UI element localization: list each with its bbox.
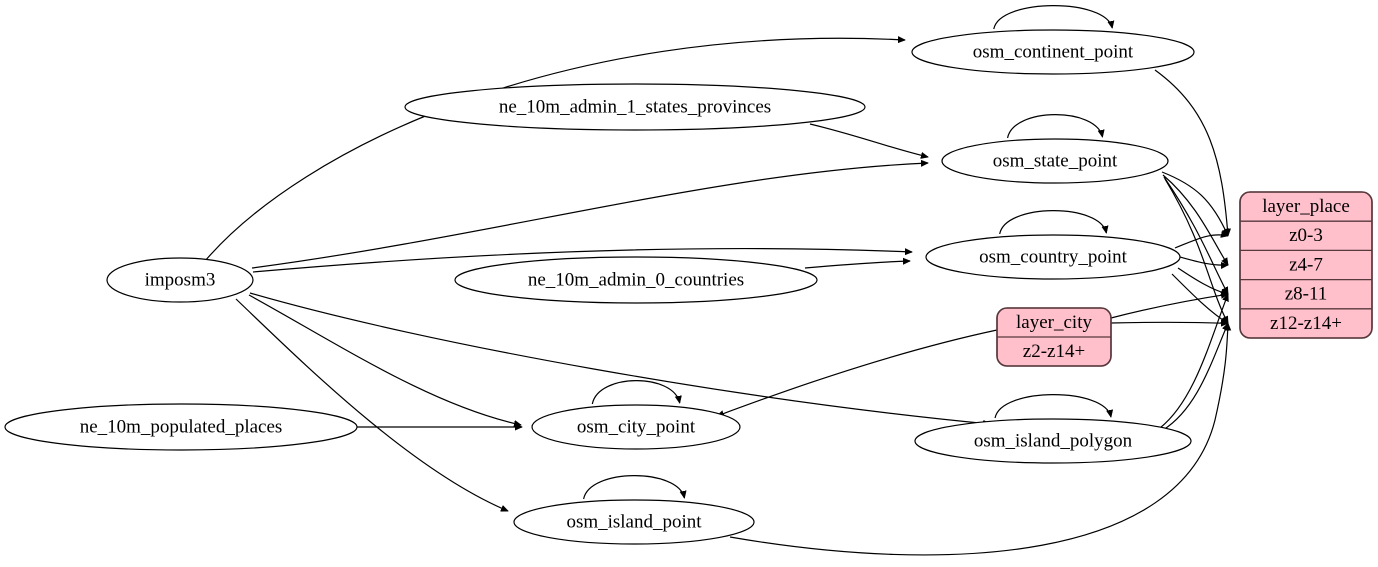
layer-place-z4-7[interactable]: z4-7 (1289, 254, 1323, 275)
node-label-osm_state_point: osm_state_point (993, 150, 1118, 171)
edge-imposm3-osm_island_polygon (249, 292, 990, 424)
node-label-imposm3: imposm3 (145, 269, 216, 290)
self-loop-osm_island_point (583, 475, 685, 500)
node-shape-osm_island_point (513, 499, 755, 545)
self-loop-osm_city_point (591, 380, 679, 405)
edge-islandpoint-place-z12 (729, 323, 1228, 556)
node-label-ne_10m_admin_1_states_provinces: ne_10m_admin_1_states_provinces (499, 96, 771, 117)
layer-place-z8-11[interactable]: z8-11 (1285, 284, 1328, 305)
edge-islandpoly-place-z8-11 (1159, 294, 1228, 429)
edge-state-place-z4-7 (1162, 174, 1228, 265)
node-ne_10m_admin_0_countries[interactable]: ne_10m_admin_0_countries (454, 256, 818, 304)
node-label-ne_10m_admin_0_countries: ne_10m_admin_0_countries (528, 269, 744, 290)
layer-city-header: layer_city (1016, 312, 1092, 333)
edge-ne_countries-osm_country_point (804, 261, 910, 269)
node-shape-osm_state_point (941, 138, 1169, 184)
edges-layer (204, 5, 1229, 556)
edge-country-place-z0-3 (1174, 235, 1228, 249)
layer-place-z0-3[interactable]: z0-3 (1289, 225, 1323, 246)
node-label-osm_island_polygon: osm_island_polygon (974, 430, 1133, 451)
node-shape-osm_city_point (531, 404, 741, 450)
edge-imposm3-osm_continent_point (204, 38, 905, 262)
layer-city-z2-z14[interactable]: z2-z14+ (1023, 341, 1085, 362)
node-osm_city_point[interactable]: osm_city_point (531, 404, 741, 450)
node-shape-osm_country_point (925, 234, 1181, 280)
node-label-ne_10m_populated_places: ne_10m_populated_places (80, 416, 283, 437)
node-shape-ne_10m_populated_places (4, 403, 358, 451)
record-node-layer_place[interactable]: layer_place z0-3 z4-7 z8-11 z12-z14+ (1239, 191, 1373, 339)
edge-country-place-z4-7 (1179, 256, 1228, 265)
node-osm_island_point[interactable]: osm_island_point (513, 499, 755, 545)
edge-continent-place-z0-3 (1154, 69, 1228, 236)
edge-islandpoly-place-z12 (1162, 323, 1229, 431)
node-label-osm_island_point: osm_island_point (566, 511, 702, 532)
edge-ne_states-osm_state_point (809, 123, 928, 157)
node-ne_10m_populated_places[interactable]: ne_10m_populated_places (4, 403, 358, 451)
edge-city-place-z12 (1110, 322, 1228, 323)
node-shape-ne_10m_admin_1_states_provinces (404, 83, 866, 131)
record-outline-layer_city (996, 307, 1112, 367)
node-label-osm_country_point: osm_country_point (979, 246, 1127, 267)
self-loop-osm_country_point (999, 210, 1107, 235)
node-shape-ne_10m_admin_0_countries (454, 256, 818, 304)
record-outline-layer_place (1239, 191, 1373, 339)
node-osm_continent_point[interactable]: osm_continent_point (911, 29, 1195, 75)
node-osm_island_polygon[interactable]: osm_island_polygon (914, 418, 1192, 464)
record-node-layer_city[interactable]: layer_city z2-z14+ (996, 307, 1112, 367)
records-layer: layer_place z0-3 z4-7 z8-11 z12-z14+ layer_ci… (996, 191, 1373, 367)
node-osm_country_point[interactable]: osm_country_point (925, 234, 1181, 280)
layer-place-header: layer_place (1262, 196, 1350, 217)
edge-city-place-z8-11 (1110, 294, 1228, 319)
edge-imposm3-osm_state_point (251, 163, 928, 269)
node-label-osm_city_point: osm_city_point (577, 416, 696, 437)
layer-place-z12-z14[interactable]: z12-z14+ (1270, 313, 1342, 334)
edge-imposm3-osm_island_point (235, 298, 508, 512)
node-shape-osm_continent_point (911, 29, 1195, 75)
self-loop-osm_continent_point (993, 5, 1112, 30)
node-shape-imposm3 (106, 257, 254, 303)
node-ne_10m_admin_1_states_provinces[interactable]: ne_10m_admin_1_states_provinces (404, 83, 866, 131)
edge-state-place-z0-3 (1161, 171, 1229, 236)
edge-layer_city-osm_city_point (717, 329, 998, 416)
node-imposm3[interactable]: imposm3 (106, 257, 254, 303)
node-label-osm_continent_point: osm_continent_point (973, 41, 1134, 62)
node-shape-osm_island_polygon (914, 418, 1192, 464)
edge-state-place-z8-11 (1163, 176, 1229, 294)
edge-country-place-z8-11 (1177, 267, 1228, 294)
edge-imposm3-osm_city_point (248, 294, 521, 425)
edge-imposm3-osm_country_point (252, 247, 912, 273)
self-loop-osm_island_polygon (994, 394, 1111, 419)
node-osm_state_point[interactable]: osm_state_point (941, 138, 1169, 184)
self-loop-osm_state_point (1006, 114, 1103, 139)
nodes-layer: imposm3 osm_continent_point ne_10m_admin_1… (4, 29, 1195, 545)
